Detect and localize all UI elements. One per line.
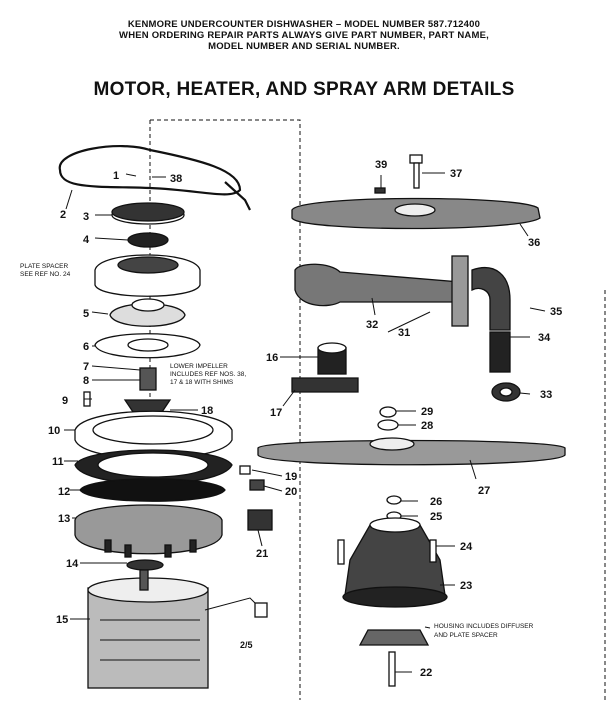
part-magnet xyxy=(291,342,359,393)
part-lower-spray-arm xyxy=(257,437,566,466)
callout-4: 4 xyxy=(83,234,90,246)
callout-11: 11 xyxy=(52,456,64,468)
callout-25: 25 xyxy=(430,511,442,523)
note-housing-2: AND PLATE SPACER xyxy=(434,632,498,639)
part-spray-manifold xyxy=(294,255,469,327)
part-chopper xyxy=(127,232,169,248)
callout-5: 5 xyxy=(83,308,89,320)
part-heater-element xyxy=(58,144,251,211)
callout-35: 35 xyxy=(550,306,562,318)
callout-28: 28 xyxy=(421,420,433,432)
note-impeller-2: INCLUDES REF NOS. 38, xyxy=(170,371,246,378)
callout-34: 34 xyxy=(538,332,551,344)
callout-24: 24 xyxy=(460,541,473,553)
part-screw-22 xyxy=(388,651,396,687)
callout-16: 16 xyxy=(266,352,278,364)
callout-22: 22 xyxy=(420,667,432,679)
part-upper-spray-arm xyxy=(291,197,541,230)
annotations: PLATE SPACER SEE REF NO. 24 LOWER IMPELL… xyxy=(20,263,534,650)
callout-20: 20 xyxy=(285,486,297,498)
callout-38: 38 xyxy=(170,173,182,185)
callout-labels: 1 2 3 4 5 6 7 8 9 10 11 12 13 14 15 16 1… xyxy=(48,159,562,679)
part-housing xyxy=(342,517,448,608)
callout-17: 17 xyxy=(270,407,282,419)
part-motor xyxy=(87,569,268,689)
callout-39: 39 xyxy=(375,159,387,171)
part-diffuser xyxy=(358,629,430,646)
callout-7: 7 xyxy=(83,361,89,373)
callout-1: 1 xyxy=(113,170,119,182)
callout-36: 36 xyxy=(528,237,540,249)
part-gear-disc xyxy=(111,202,185,225)
diagram-title: MOTOR, HEATER, AND SPRAY ARM DETAILS xyxy=(93,79,515,100)
part-screws-24 xyxy=(337,539,437,565)
part-elbow-tube xyxy=(471,267,511,373)
callout-14: 14 xyxy=(66,558,79,570)
callout-15: 15 xyxy=(56,614,68,626)
callout-9: 9 xyxy=(62,395,68,407)
callout-29: 29 xyxy=(421,406,433,418)
callout-19: 19 xyxy=(285,471,297,483)
callout-3: 3 xyxy=(83,211,89,223)
note-plate-spacer-1: PLATE SPACER xyxy=(20,263,68,270)
part-impeller-cover xyxy=(109,298,186,327)
part-clamp-hardware xyxy=(239,465,273,531)
part-pump-housing xyxy=(74,410,233,502)
callout-10: 10 xyxy=(48,425,60,437)
callout-6: 6 xyxy=(83,341,89,353)
callout-27: 27 xyxy=(478,485,490,497)
callout-2: 2 xyxy=(60,209,66,221)
callout-33: 33 xyxy=(540,389,552,401)
part-motor-washer xyxy=(126,559,164,571)
part-gasket xyxy=(94,333,201,359)
header-line-3: MODEL NUMBER AND SERIAL NUMBER. xyxy=(208,41,400,52)
callout-31: 31 xyxy=(398,327,410,339)
part-plate-spacer xyxy=(94,254,201,297)
callout-21: 21 xyxy=(256,548,268,560)
callout-37: 37 xyxy=(450,168,462,180)
note-plate-spacer-2: SEE REF NO. 24 xyxy=(20,271,71,278)
part-lower-impeller xyxy=(123,367,172,413)
callout-13: 13 xyxy=(58,513,70,525)
part-hub-bolt xyxy=(374,154,423,194)
note-housing-1: HOUSING INCLUDES DIFFUSER xyxy=(434,623,534,630)
callout-12: 12 xyxy=(58,486,70,498)
callout-18: 18 xyxy=(201,405,213,417)
leader-lines xyxy=(64,172,546,673)
note-impeller-3: 17 & 18 WITH SHIMS xyxy=(170,379,234,386)
callout-32: 32 xyxy=(366,319,378,331)
callout-8: 8 xyxy=(83,375,89,387)
callout-26: 26 xyxy=(430,496,442,508)
callout-23: 23 xyxy=(460,580,472,592)
part-pump-base xyxy=(74,504,223,558)
header-line-1: KENMORE UNDERCOUNTER DISHWASHER – MODEL … xyxy=(127,19,481,30)
part-washers-25-26 xyxy=(386,495,402,521)
page-number: 2/5 xyxy=(240,640,253,650)
part-arm-nut xyxy=(377,406,399,431)
note-impeller-1: LOWER IMPELLER xyxy=(170,363,228,370)
part-nut-33 xyxy=(491,382,521,402)
header-line-2: WHEN ORDERING REPAIR PARTS ALWAYS GIVE P… xyxy=(119,30,489,41)
